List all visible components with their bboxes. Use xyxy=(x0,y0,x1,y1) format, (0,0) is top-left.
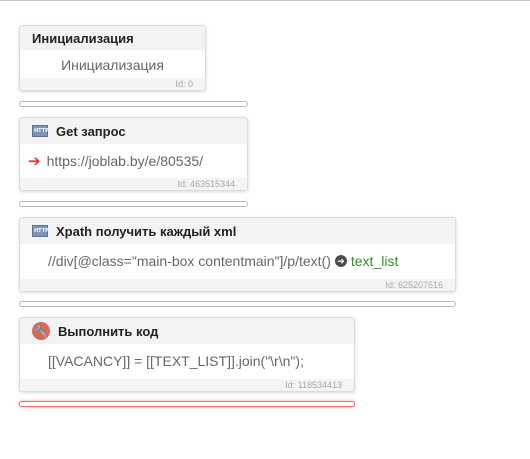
block-body: ➔ https://joblab.by/e/80535/ xyxy=(20,144,247,178)
block-body: //div[@class="main-box contentmain"]/p/t… xyxy=(20,244,455,278)
block-header: Xpath получить каждый xml xyxy=(20,218,455,244)
arrow-right-icon: ➔ xyxy=(28,153,41,170)
block-body: Инициализация xyxy=(20,50,205,80)
block-initialization[interactable]: Инициализация Инициализация Id: 0 xyxy=(19,25,206,91)
block-title: Get запрос xyxy=(56,123,126,139)
code-text: [[VACANCY]] = [[TEXT_LIST]].join("\r\n")… xyxy=(48,353,304,369)
output-arrow-icon: ➜ xyxy=(334,255,347,267)
block-title: Xpath получить каждый xml xyxy=(56,223,237,239)
block-title: Инициализация xyxy=(20,26,205,50)
block-header: 🔧 Выполнить код xyxy=(20,318,354,344)
block-header: Get запрос xyxy=(20,118,247,144)
connector[interactable] xyxy=(19,201,248,207)
block-id: Id: 625207616 xyxy=(20,279,455,291)
block-id: Id: 463515344 xyxy=(20,178,247,190)
connector[interactable] xyxy=(19,301,456,307)
block-title: Выполнить код xyxy=(58,323,159,339)
block-body-text: Инициализация xyxy=(61,57,164,73)
block-xpath[interactable]: Xpath получить каждый xml //div[@class="… xyxy=(19,217,456,292)
block-execute-code[interactable]: 🔧 Выполнить код [[VACANCY]] = [[TEXT_LIS… xyxy=(19,317,355,392)
block-id: Id: 118534413 xyxy=(20,379,354,391)
connector[interactable] xyxy=(19,101,248,107)
block-body: [[VACANCY]] = [[TEXT_LIST]].join("\r\n")… xyxy=(20,344,354,378)
block-get-request[interactable]: Get запрос ➔ https://joblab.by/e/80535/ … xyxy=(19,117,248,191)
output-variable[interactable]: text_list xyxy=(350,253,399,269)
url-text: https://joblab.by/e/80535/ xyxy=(46,153,204,169)
http-icon xyxy=(32,225,49,237)
connector-active[interactable] xyxy=(19,401,355,407)
xpath-text: //div[@class="main-box contentmain"]/p/t… xyxy=(48,253,331,269)
wrench-icon: 🔧 xyxy=(32,322,50,340)
block-id: Id: 0 xyxy=(20,78,205,90)
http-icon xyxy=(32,125,49,137)
top-divider xyxy=(0,0,530,1)
